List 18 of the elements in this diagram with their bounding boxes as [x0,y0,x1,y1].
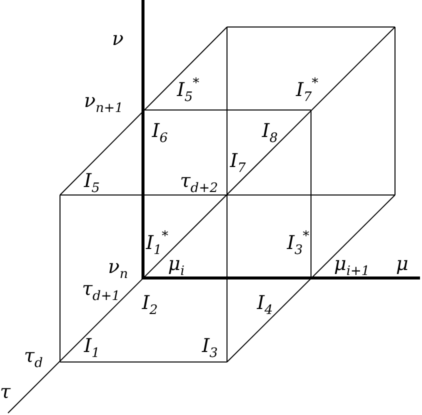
math-label: I$_{3}$ [202,337,218,360]
math-label: τ$_{d+1}$ [82,280,120,303]
math-label: I$_{1}$ [84,337,100,360]
math-label: τ$_{d}$ [24,347,43,370]
math-label: I$_{8}$ [262,122,278,145]
math-label: I$_{4}$ [257,294,273,317]
math-label: ν [112,30,124,49]
math-label: μ$_{i+1}$ [334,255,370,278]
math-label: I$_{5}$ [84,172,100,195]
math-label: I$_{2}$ [142,294,158,317]
math-label: I$_{7}$ [230,152,246,175]
math-label: τ$_{d+2}$ [180,172,218,195]
math-label: μ [396,255,408,274]
math-label: ν$_{n+1}$ [84,92,124,115]
math-label: μ$_{i}$ [168,255,185,278]
math-label: ν$_{n}$ [108,258,128,281]
math-label: τ [0,383,11,402]
math-label: I$_{6}$ [152,122,168,145]
